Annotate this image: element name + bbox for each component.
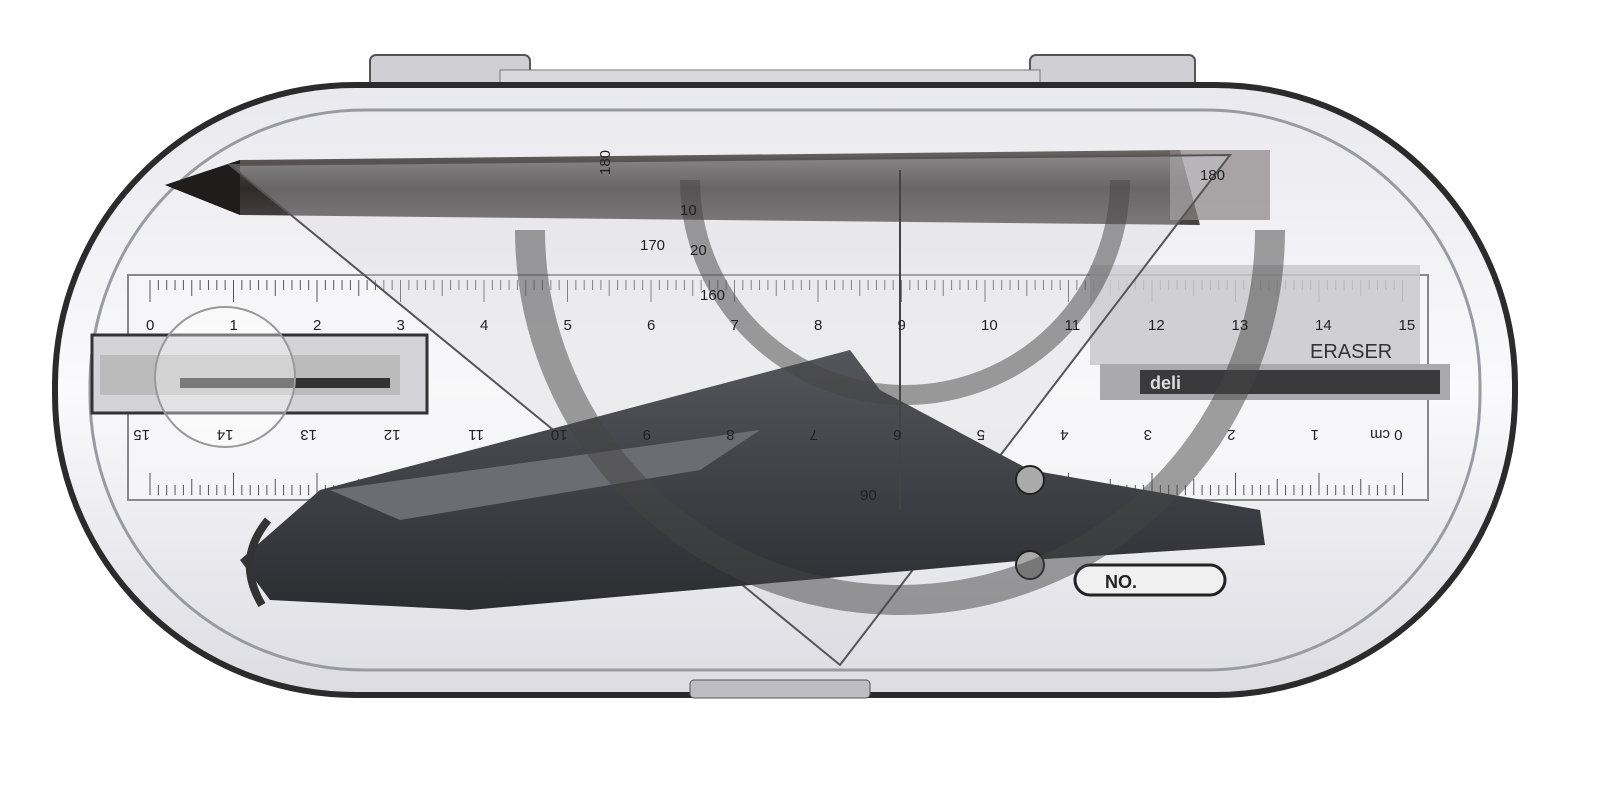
- ruler-number: 13: [300, 426, 317, 443]
- ruler-number: 4: [480, 317, 488, 334]
- lead-refill-tube: [90, 306, 429, 448]
- case-latch: [689, 679, 871, 699]
- ruler-number: 4: [1060, 426, 1068, 443]
- ruler-number: 0 cm: [1370, 426, 1403, 443]
- ruler-number: 6: [893, 426, 901, 443]
- ruler-number: 11: [468, 426, 484, 443]
- ruler-number: 8: [726, 426, 734, 443]
- ruler-number: 14: [217, 426, 234, 443]
- ruler-number: 1: [230, 317, 238, 334]
- protractor-label: 90: [860, 487, 877, 504]
- ruler-number: 8: [814, 317, 822, 334]
- ruler-number: 10: [981, 317, 998, 334]
- ruler-number: 7: [810, 426, 818, 443]
- ruler-number: 2: [313, 317, 321, 334]
- protractor: [515, 170, 1285, 615]
- ruler-number: 12: [1148, 317, 1165, 334]
- eraser-label: ERASER: [1310, 341, 1392, 363]
- ruler-number: 15: [133, 426, 150, 443]
- protractor-label: 20: [690, 242, 707, 259]
- ruler-number: 5: [977, 426, 985, 443]
- ruler-number: 1: [1311, 426, 1319, 443]
- ruler-number: 2: [1227, 426, 1235, 443]
- brand-logo: deli: [1150, 373, 1181, 393]
- ruler-number: 0: [146, 317, 154, 334]
- model-number: NO.: [1105, 572, 1137, 592]
- ruler-number: 5: [564, 317, 572, 334]
- ruler-number: 9: [898, 317, 906, 334]
- protractor-label: 160: [700, 287, 725, 304]
- ruler-number: 15: [1399, 317, 1416, 334]
- ruler-number: 13: [1232, 317, 1249, 334]
- protractor-label: 170: [640, 237, 665, 254]
- ruler-number: 7: [731, 317, 739, 334]
- case-hinges: [369, 54, 1196, 88]
- ruler-number: 10: [551, 426, 568, 443]
- ruler-number: 3: [397, 317, 405, 334]
- ruler-number: 14: [1315, 317, 1332, 334]
- protractor-label: 180: [597, 150, 614, 175]
- protractor-label: 180: [1200, 167, 1225, 184]
- protractor-label: 10: [680, 202, 697, 219]
- ruler-number: 11: [1065, 317, 1081, 334]
- ruler-number: 12: [384, 426, 401, 443]
- ruler-number: 9: [643, 426, 651, 443]
- ruler-number: 6: [647, 317, 655, 334]
- ruler-number: 3: [1144, 426, 1152, 443]
